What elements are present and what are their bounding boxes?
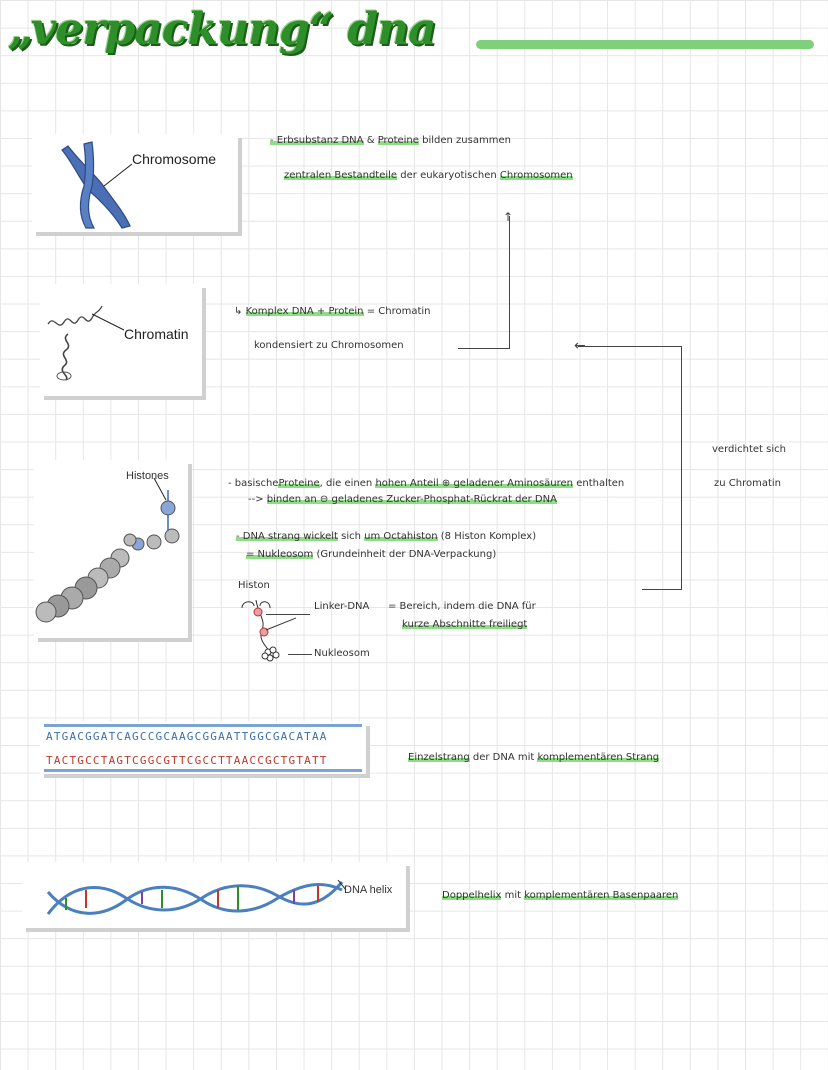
linker-pointer — [266, 614, 310, 615]
histon-label: Histon — [238, 580, 270, 591]
dna-helix-card: DNA helix — [22, 862, 406, 928]
chromatin-icon — [47, 305, 125, 381]
dna-strand-card: ATGACGGATCAGCCGCAAGCGGAATTGGCGACATAA TAC… — [40, 722, 366, 774]
arrow-segment — [681, 346, 682, 590]
chromosome-icon — [61, 141, 133, 229]
note-line-8: = Nukleosom (Grundeinheit der DNA-Verpac… — [246, 549, 497, 560]
note-line-6: --> binden an ⊖ geladenes Zucker-Phospha… — [248, 494, 557, 505]
dna-helix-label: DNA helix — [344, 884, 393, 896]
note-line-4: kondensiert zu Chromosomen — [254, 340, 404, 351]
strand-note: Einzelstrang der DNA mit komplementären … — [408, 752, 660, 763]
arrow-segment — [458, 348, 510, 349]
note-line-3: ↳ Komplex DNA + Protein = Chromatin — [234, 306, 431, 317]
side-note-1: verdichtet sich — [712, 444, 786, 455]
chromosome-card: Chromosome — [32, 134, 238, 232]
arrow-left-icon: ← — [574, 338, 586, 354]
note-line-1: - Erbsubstanz DNA & Proteine bilden zusa… — [270, 135, 511, 146]
nucleosome-sketch-icon — [241, 599, 296, 662]
chromatin-card: Chromatin — [40, 284, 202, 396]
note-line-5: - basischeProteine, die einen hohen Ante… — [228, 478, 625, 489]
arrow-segment — [642, 589, 682, 590]
note-line-2: zentralen Bestandteile der eukaryotische… — [284, 170, 573, 181]
histones-card: Histones — [34, 460, 188, 638]
side-note-2: zu Chromatin — [714, 478, 782, 489]
nucleosome-pointer — [288, 654, 312, 655]
arrow-segment — [578, 346, 682, 347]
dna-helix-icon — [46, 879, 347, 915]
chromosome-label: Chromosome — [132, 151, 217, 167]
arrow-up-icon: ↑ — [503, 210, 514, 224]
chromatin-label: Chromatin — [124, 326, 189, 342]
page-title: „verpackung“ dna — [8, 4, 437, 55]
histones-label: Histones — [126, 470, 169, 482]
helix-note: Doppelhelix mit komplementären Basenpaar… — [442, 890, 679, 901]
nucleosome-label: Nukleosom — [314, 648, 370, 659]
arrow-segment — [509, 216, 510, 349]
linker-label: Linker-DNA — [314, 601, 370, 612]
linker-definition-2: kurze Abschnitte freiliegt — [402, 619, 528, 630]
note-line-7: - DNA strang wickelt sich um Octahiston … — [236, 531, 537, 542]
histones-icon — [35, 477, 180, 623]
title-underline — [476, 40, 814, 49]
linker-definition-1: = Bereich, indem die DNA für — [388, 601, 536, 612]
dna-strand-top: ATGACGGATCAGCCGCAAGCGGAATTGGCGACATAA — [46, 730, 328, 743]
dna-strand-bottom: TACTGCCTAGTCGGCGTTCGCCTTAACCGCTGTATT — [46, 754, 328, 767]
